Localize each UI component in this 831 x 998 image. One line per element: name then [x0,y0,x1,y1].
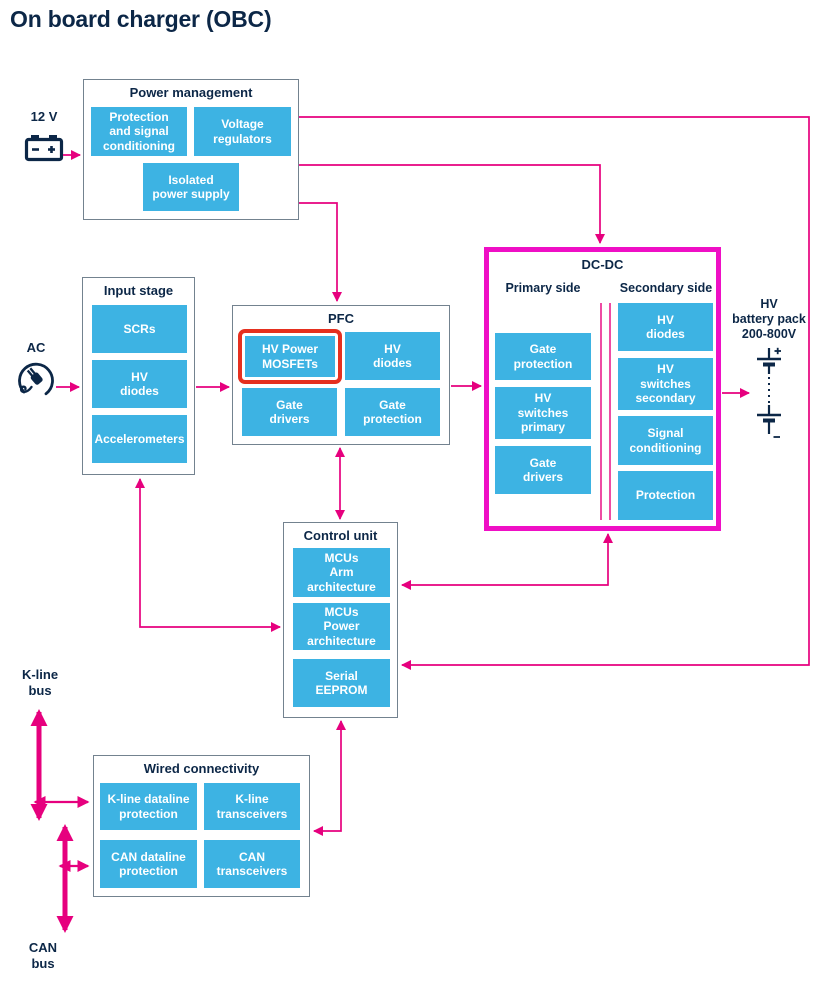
control-unit-title: Control unit [303,528,378,543]
chip-isolated-power-supply[interactable]: Isolated power supply [143,163,239,211]
chip-dcdc-gate-drivers[interactable]: Gate drivers [495,446,591,494]
chip-mcus-arm[interactable]: MCUs Arm architecture [293,548,390,597]
can-bus-label: CAN bus [28,940,58,971]
chip-can-transceivers[interactable]: CAN transceivers [204,840,300,888]
battery-12v-label: 12 V [30,109,58,124]
chip-kline-dataline-protection[interactable]: K-line dataline protection [100,783,197,830]
chip-signal-conditioning[interactable]: Signal conditioning [618,416,713,465]
ac-plug-icon [18,362,54,396]
chip-mcus-power[interactable]: MCUs Power architecture [293,603,390,650]
chip-protection-signal-conditioning[interactable]: Protection and signal conditioning [91,107,187,156]
chip-kline-transceivers[interactable]: K-line transceivers [204,783,300,830]
dcdc-title: DC-DC [581,257,624,272]
arrow-power-management-to-dcdc [299,164,605,244]
chip-hv-switches-secondary[interactable]: HV switches secondary [618,358,713,410]
chip-scrs[interactable]: SCRs [92,305,187,353]
chip-dcdc-protection[interactable]: Protection [618,471,713,520]
wired-connectivity-title: Wired connectivity [143,761,260,776]
power-management-title: Power management [129,85,253,100]
chip-can-dataline-protection[interactable]: CAN dataline protection [100,840,197,888]
chip-voltage-regulators[interactable]: Voltage regulators [194,107,291,156]
chip-hv-switches-primary[interactable]: HV switches primary [495,387,591,439]
hv-power-mosfets-highlight: HV Power MOSFETs [238,329,342,384]
page-title: On board charger (OBC) [10,6,272,32]
dcdc-primary-side-label: Primary side [505,281,581,295]
input-stage-title: Input stage [103,283,174,298]
kline-bus-label: K-line bus [21,667,59,698]
arrow-power-management-to-pfc [299,202,342,302]
chip-hv-power-mosfets[interactable]: HV Power MOSFETs [245,336,335,377]
battery-12v-icon [24,135,64,162]
chip-dcdc-gate-protection[interactable]: Gate protection [495,333,591,380]
chip-pfc-gate-drivers[interactable]: Gate drivers [242,388,337,436]
chip-pfc-gate-protection[interactable]: Gate protection [345,388,440,436]
arrow-dcdc-control-unit-bidir [401,533,613,590]
dcdc-secondary-side-label: Secondary side [619,281,713,295]
hv-battery-pack-label: HV battery pack 200-800V [732,297,806,341]
pfc-title: PFC [328,311,354,326]
chip-serial-eeprom[interactable]: Serial EEPROM [293,659,390,707]
arrow-input-stage-control-unit-bidir [135,478,281,632]
chip-input-hv-diodes[interactable]: HV diodes [92,360,187,408]
hv-battery-icon [757,347,781,438]
chip-dcdc-hv-diodes[interactable]: HV diodes [618,303,713,351]
chip-pfc-hv-diodes[interactable]: HV diodes [345,332,440,380]
chip-accelerometers[interactable]: Accelerometers [92,415,187,463]
ac-label: AC [26,340,46,355]
arrow-control-unit-wired-connectivity-bidir [313,720,346,836]
